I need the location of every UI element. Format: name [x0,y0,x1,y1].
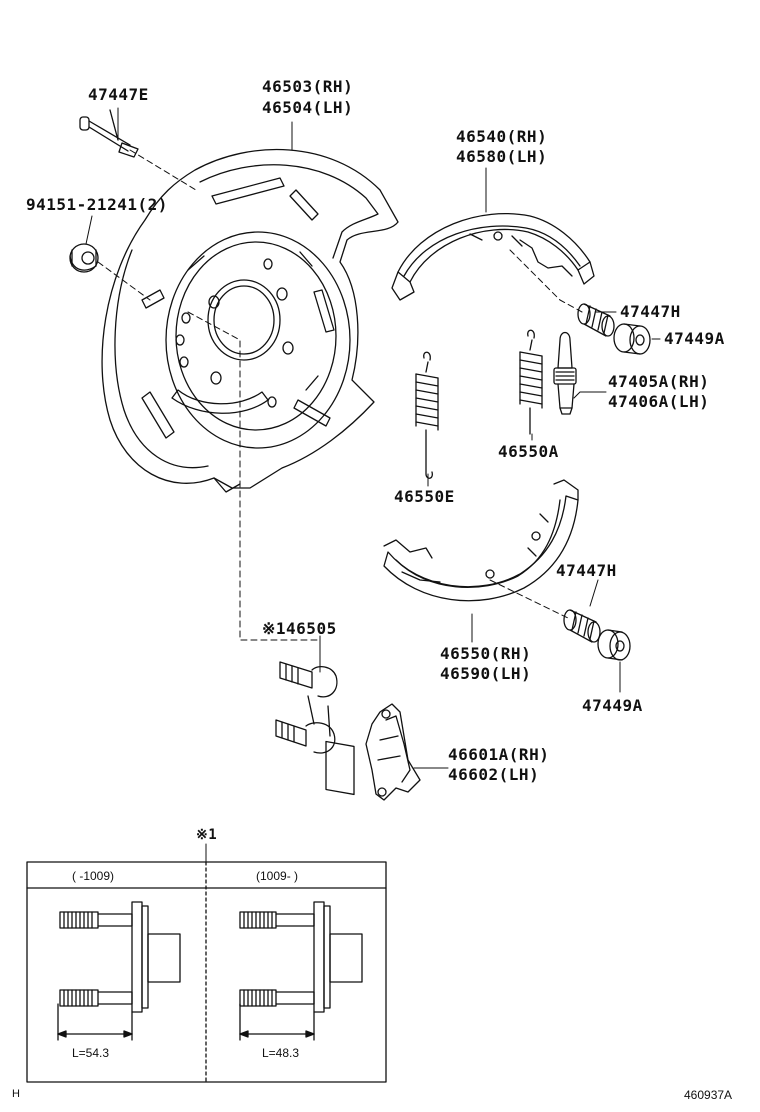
label-46550e: 46550E [394,487,455,506]
label-47449a-lower: 47449A [582,696,643,715]
label-47447h-upper: 47447H [620,302,681,321]
label-47449a-upper: 47449A [664,329,725,348]
label-46590-lh: 46590(LH) [440,664,532,683]
label-46503-rh: 46503(RH) [262,77,354,96]
inset-marker: ※1 [196,827,218,843]
hub-bolt-drawing [275,661,355,796]
cup-47449a-upper-drawing [613,323,651,355]
dashed-assembly-lines [97,149,583,641]
spring-46550a-drawing [519,329,543,435]
leader-lines [85,107,661,863]
bolt-47447e-drawing [79,109,139,158]
spring-46550e-drawing [415,351,439,479]
footer-code: H [12,1088,20,1100]
label-47447e: 47447E [88,85,149,104]
spring-47447h-lower-drawing [563,609,601,643]
inset-left-length: L=54.3 [72,1046,110,1060]
label-46540-rh: 46540(RH) [456,127,548,146]
nut-drawing [69,243,99,273]
inset-left-bolt-drawing [57,901,181,1041]
inset-box [26,861,387,1083]
cup-47449a-lower-drawing [597,629,631,661]
label-94151-21241: 94151-21241(2) [26,195,168,214]
label-46550-rh: 46550(RH) [440,644,532,663]
label-47447h-lower: 47447H [556,561,617,580]
label-47406a-lh: 47406A(LH) [608,392,710,411]
backing-plate-drawing [101,148,399,493]
upper-brake-shoe-drawing [391,212,595,301]
drawing-number: 460937A [684,1088,733,1102]
label-46504-lh: 46504(LH) [262,98,354,117]
spring-47447h-upper-drawing [577,303,615,337]
parking-lever-drawing [365,703,421,801]
lower-brake-shoe-drawing [383,479,579,602]
inset-right-header: (1009- ) [256,869,299,883]
label-47405a-rh: 47405A(RH) [608,372,710,391]
label-46550a: 46550A [498,442,559,461]
label-46601a-rh: 46601A(RH) [448,745,550,764]
inset-right-bolt-drawing [239,901,363,1041]
inset-right-length: L=48.3 [262,1046,300,1060]
label-46580-lh: 46580(LH) [456,147,548,166]
adjuster-drawing [553,331,577,415]
label-46505: ※146505 [262,619,337,638]
label-46602-lh: 46602(LH) [448,765,540,784]
inset-left-header: ( -1009) [72,869,115,883]
